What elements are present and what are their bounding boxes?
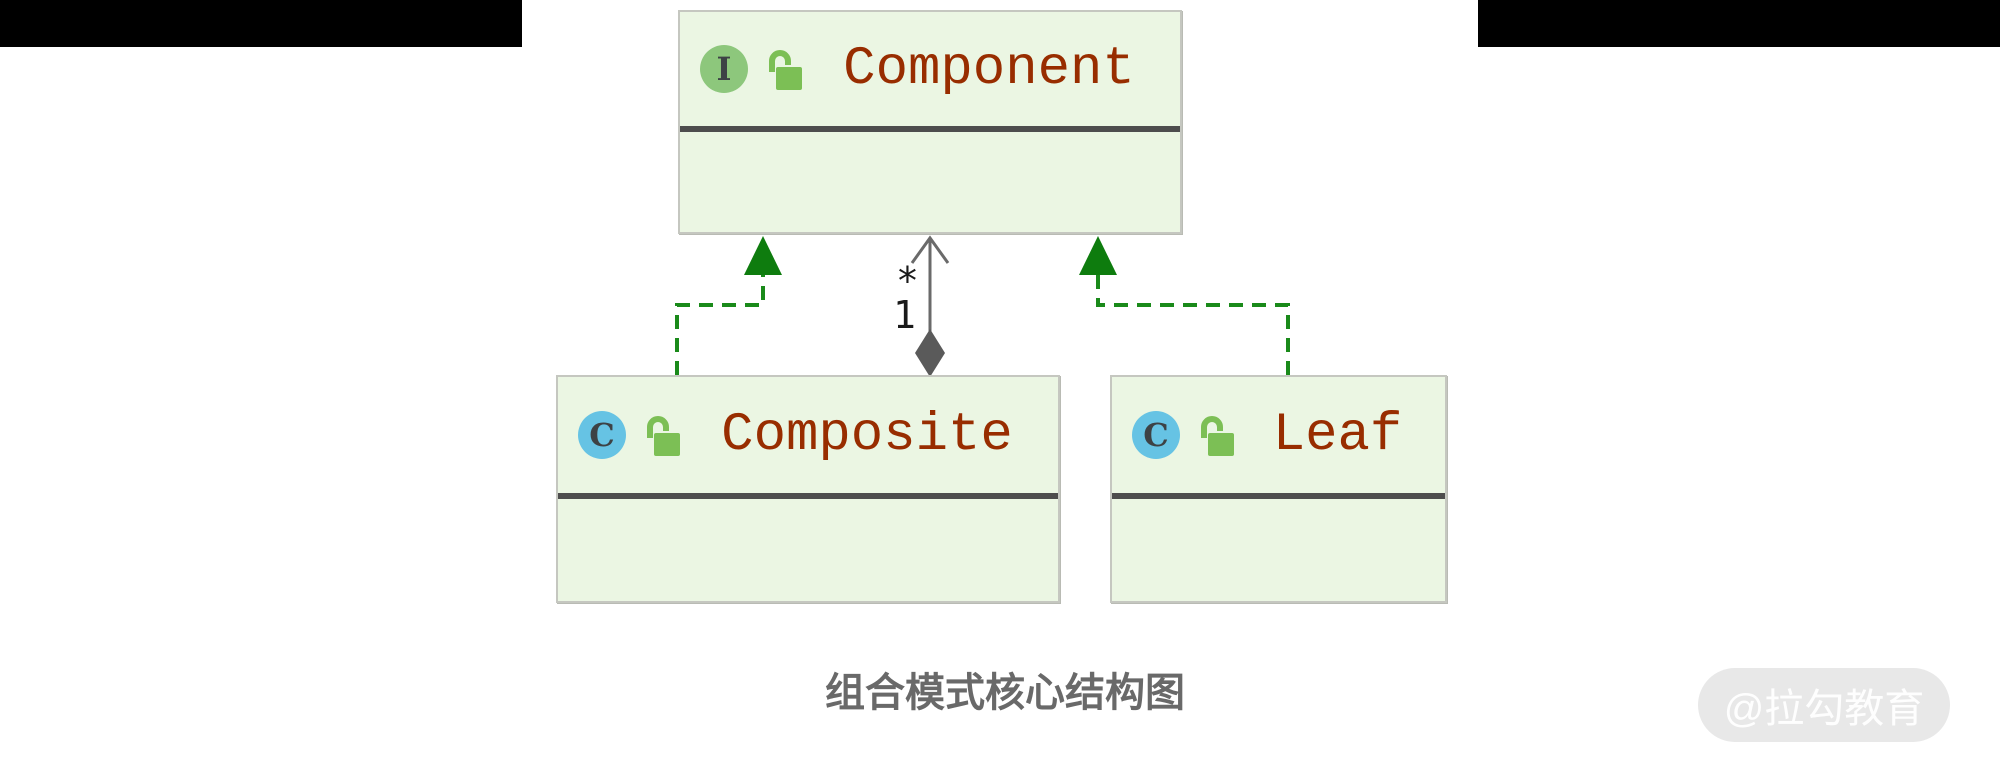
class-name: Leaf [1272, 404, 1403, 466]
class-title-row: C Composite [558, 377, 1058, 493]
watermark-badge: @拉勾教育 [1698, 668, 1950, 742]
compartment-divider [680, 126, 1180, 132]
letterbox-bar-right [1478, 0, 2000, 47]
unlocked-padlock-icon [1201, 416, 1234, 456]
members-compartment [558, 499, 1058, 601]
compartment-divider [1112, 493, 1445, 499]
class-name: Composite [721, 404, 1013, 466]
multiplicity-label-one: 1 [893, 293, 916, 337]
uml-class-box-leaf: C Leaf [1110, 375, 1447, 603]
realization-edge-composite [675, 236, 782, 375]
diagram-caption: 组合模式核心结构图 [825, 671, 1185, 715]
members-compartment [1112, 499, 1445, 601]
aggregation-diamond-icon [915, 329, 945, 377]
letterbox-bar-left [0, 0, 522, 47]
interface-icon: I [700, 45, 748, 93]
realization-edge-leaf [1079, 236, 1290, 375]
realization-triangle-icon [744, 236, 782, 275]
members-compartment [680, 132, 1180, 232]
uml-class-box-composite: C Composite [556, 375, 1060, 603]
compartment-divider [558, 493, 1058, 499]
uml-class-box-component: I Component [678, 10, 1182, 234]
multiplicity-label-star: * [896, 259, 919, 303]
class-title-row: I Component [680, 12, 1180, 126]
unlocked-padlock-icon [769, 50, 802, 90]
realization-triangle-icon [1079, 236, 1117, 275]
class-title-row: C Leaf [1112, 377, 1445, 493]
class-name: Component [843, 38, 1135, 100]
class-icon: C [1132, 411, 1180, 459]
class-icon: C [578, 411, 626, 459]
unlocked-padlock-icon [647, 416, 680, 456]
